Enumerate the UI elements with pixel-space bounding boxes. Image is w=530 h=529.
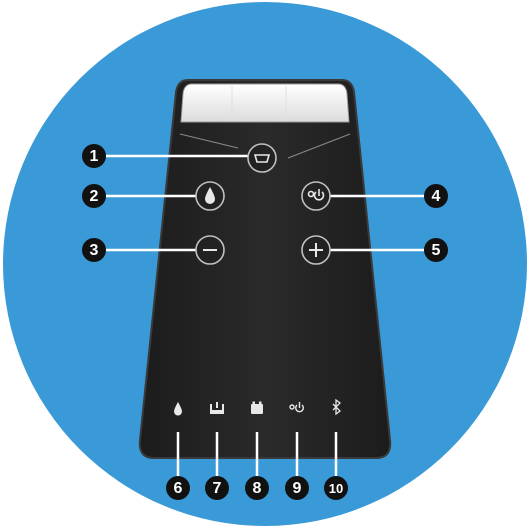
callout-number: 9 [293,480,302,497]
timer-button[interactable] [302,182,330,210]
callout-number: 8 [253,480,262,497]
mode-button[interactable] [248,144,276,172]
minus-button[interactable] [196,236,224,264]
callout-number: 3 [90,242,99,259]
device-body [140,80,390,458]
callout-5: 5 [424,238,448,262]
callout-4: 4 [424,184,448,208]
callout-number: 1 [90,148,99,165]
callout-10: 10 [324,476,348,500]
callout-number: 10 [329,481,343,496]
water-button[interactable] [196,182,224,210]
callout-number: 4 [432,188,441,205]
callout-number: 2 [90,188,99,205]
callout-number: 7 [213,480,222,497]
callout-3: 3 [82,238,106,262]
plus-button[interactable] [302,236,330,264]
callout-6: 6 [166,476,190,500]
callout-2: 2 [82,184,106,208]
callout-9: 9 [285,476,309,500]
callout-number: 6 [174,480,183,497]
callout-8: 8 [245,476,269,500]
display-panel [181,84,349,122]
callout-7: 7 [205,476,229,500]
callout-1: 1 [82,144,106,168]
callout-number: 5 [432,242,441,259]
